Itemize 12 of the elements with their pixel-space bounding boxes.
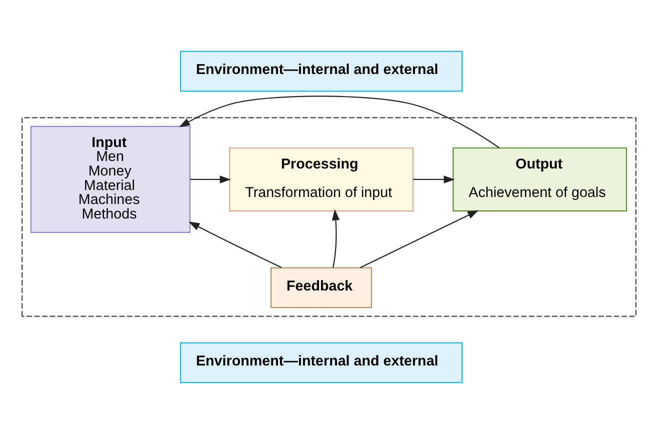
arrow [360, 210, 479, 268]
arrow [413, 176, 455, 184]
arrow [190, 176, 231, 184]
arrow [332, 209, 340, 268]
node-box: Input Men Money Material Machines Methods [30, 126, 190, 233]
node-box: Processing Transformation of input [229, 147, 414, 212]
node-box: Environment—internal and external [180, 50, 463, 92]
node-box: Feedback [270, 267, 372, 308]
arrow [178, 96, 500, 148]
arrow [188, 222, 282, 268]
node-box: Output Achievement of goals [452, 147, 628, 212]
node-box: Environment—internal and external [180, 342, 463, 384]
